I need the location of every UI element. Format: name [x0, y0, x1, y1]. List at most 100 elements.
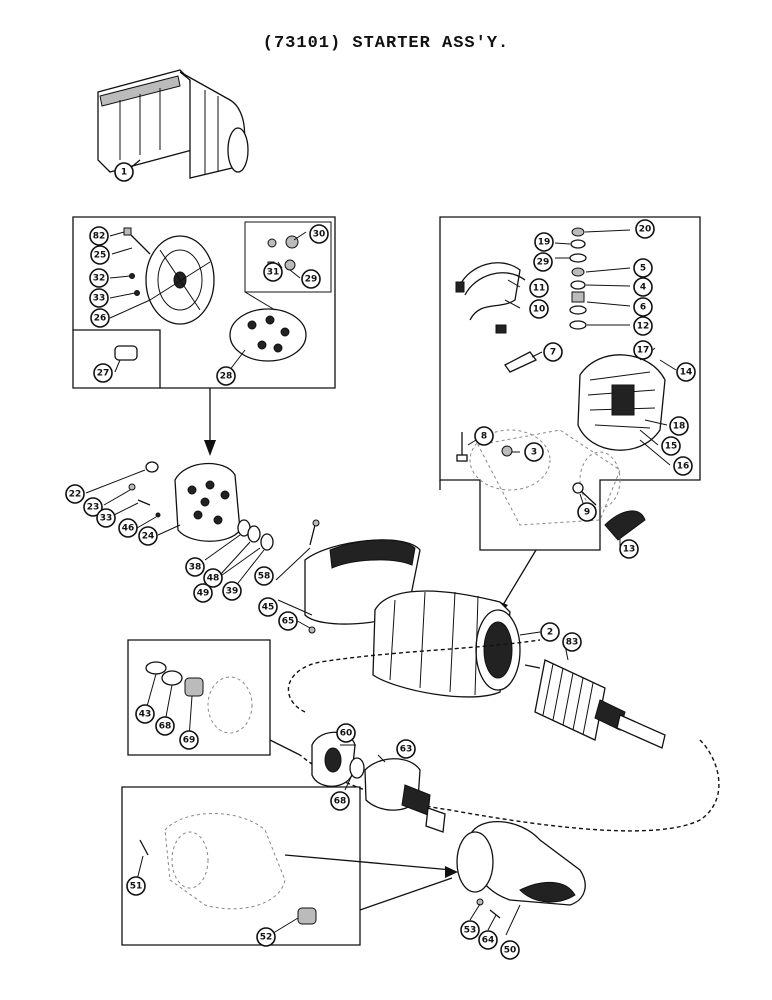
bearing-inset [127, 639, 301, 756]
callout-32: 32 [89, 268, 109, 288]
callout-label: 28 [220, 372, 233, 382]
callout-circle [185, 557, 205, 577]
callout-33b: 33 [96, 508, 116, 528]
callout-12: 12 [633, 316, 653, 336]
callout-label: 63 [400, 745, 413, 755]
callout-circle [633, 316, 653, 336]
callout-39: 39 [222, 581, 242, 601]
callout-circle [89, 288, 109, 308]
callout-label: 13 [623, 545, 636, 555]
callout-label: 16 [677, 462, 690, 472]
callout-circle [673, 456, 693, 476]
callout-circle [90, 308, 110, 328]
drive-housing-inset [121, 786, 458, 946]
callout-circle [676, 362, 696, 382]
callout-circle [118, 518, 138, 538]
callout-circle [474, 426, 494, 446]
callout-circle [65, 484, 85, 504]
callout-circle [635, 219, 655, 239]
callout-label: 12 [637, 322, 650, 332]
armature [524, 644, 666, 749]
callout-65: 65 [278, 611, 298, 631]
callout-53: 53 [460, 920, 480, 940]
callout-circle [619, 539, 639, 559]
callout-circle [309, 224, 329, 244]
callout-68a: 68 [155, 716, 175, 736]
callout-6: 6 [633, 297, 653, 317]
callout-7: 7 [543, 342, 563, 362]
callout-label: 32 [93, 274, 106, 284]
callout-label: 38 [189, 563, 202, 573]
callout-27: 27 [93, 363, 113, 383]
callout-label: 53 [464, 926, 477, 936]
callout-label: 1 [121, 168, 127, 178]
callout-label: 43 [139, 710, 152, 720]
callout-label: 11 [533, 284, 546, 294]
callout-10: 10 [529, 299, 549, 319]
drive-parts [311, 731, 446, 833]
callout-circle [278, 611, 298, 631]
callout-2: 2 [540, 622, 560, 642]
callout-26: 26 [90, 308, 110, 328]
callout-label: 24 [142, 532, 155, 542]
callout-label: 23 [87, 503, 100, 513]
callout-circle [500, 940, 520, 960]
callout-82: 82 [89, 226, 109, 246]
callout-circle [83, 497, 103, 517]
callout-label: 14 [680, 368, 693, 378]
callout-circle [543, 342, 563, 362]
callout-30: 30 [309, 224, 329, 244]
callout-43: 43 [135, 704, 155, 724]
callout-label: 31 [267, 268, 280, 278]
callout-23: 23 [83, 497, 103, 517]
callout-64: 64 [478, 930, 498, 950]
callout-circle [669, 416, 689, 436]
callout-circle [460, 920, 480, 940]
callout-58: 58 [254, 566, 274, 586]
callout-circle [89, 268, 109, 288]
callout-circle [633, 258, 653, 278]
callout-label: 50 [504, 946, 517, 956]
callout-5: 5 [633, 258, 653, 278]
callout-circle [330, 791, 350, 811]
callout-8: 8 [474, 426, 494, 446]
callout-circle [540, 622, 560, 642]
callout-63: 63 [396, 739, 416, 759]
callout-circle [396, 739, 416, 759]
callout-label: 69 [183, 736, 196, 746]
callout-50: 50 [500, 940, 520, 960]
callout-46: 46 [118, 518, 138, 538]
callout-circle [216, 366, 236, 386]
callout-label: 8 [481, 432, 487, 442]
callout-label: 30 [313, 230, 326, 240]
callout-circle [524, 442, 544, 462]
callout-circle [534, 232, 554, 252]
callout-label: 19 [538, 238, 551, 248]
callout-20: 20 [635, 219, 655, 239]
callout-label: 25 [94, 251, 107, 261]
callout-label: 83 [566, 638, 579, 648]
callout-label: 58 [258, 572, 271, 582]
callout-52: 52 [256, 927, 276, 947]
callout-29a: 29 [301, 269, 321, 289]
callout-label: 68 [159, 722, 172, 732]
callout-label: 65 [282, 617, 295, 627]
callout-13: 13 [619, 539, 639, 559]
field-brush-inset [439, 216, 701, 551]
callout-24: 24 [138, 526, 158, 546]
callout-label: 9 [584, 508, 590, 518]
callout-31: 31 [263, 262, 283, 282]
callout-circle [633, 340, 653, 360]
diagram-title: (73101) STARTER ASS'Y. [262, 34, 510, 53]
callout-11: 11 [529, 278, 549, 298]
callout-label: 17 [637, 346, 650, 356]
callout-label: 60 [340, 729, 353, 739]
callout-circle [254, 566, 274, 586]
callout-circle [633, 277, 653, 297]
callout-label: 20 [639, 225, 652, 235]
callout-circle [96, 508, 116, 528]
callout-16: 16 [673, 456, 693, 476]
callout-label: 29 [305, 275, 318, 285]
callout-69: 69 [179, 730, 199, 750]
commutator-end-inset [72, 216, 336, 389]
